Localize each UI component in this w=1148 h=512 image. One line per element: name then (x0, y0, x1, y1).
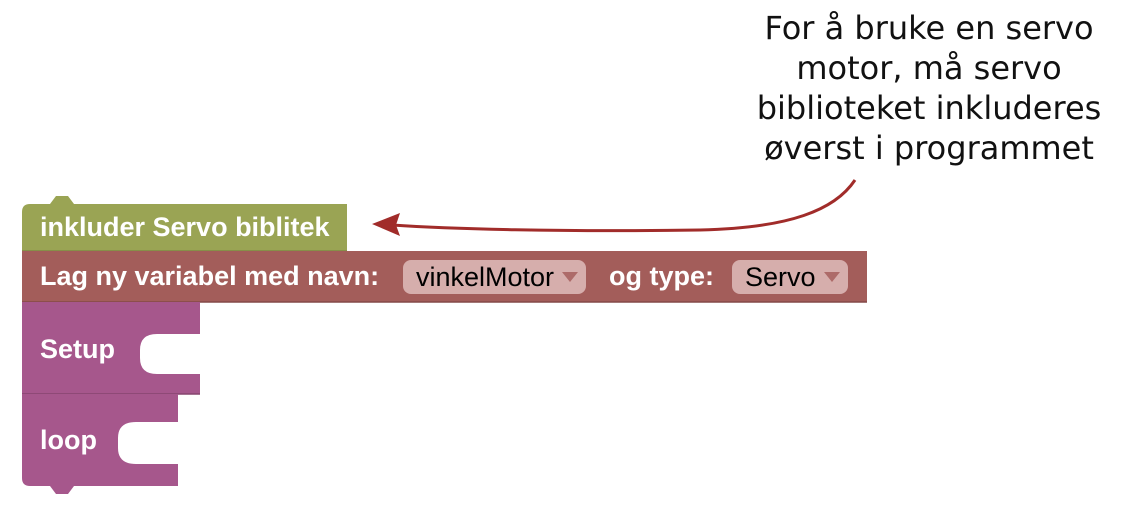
callout-line: biblioteket inkluderes (756, 89, 1102, 127)
callout-arrow (391, 179, 857, 233)
variable-name-value: vinkelMotor (416, 261, 555, 292)
callout-text: For å bruke en servo motor, må servo bib… (720, 8, 1138, 168)
chevron-down-icon (562, 272, 579, 282)
variable-type-value: Servo (745, 261, 816, 292)
variable-block-label[interactable]: Lag ny variabel med navn: (40, 261, 380, 291)
arrow-head-icon (372, 213, 400, 236)
chevron-down-icon (823, 272, 840, 282)
loop-block-label[interactable]: loop (40, 425, 97, 455)
setup-block-shape (22, 302, 200, 394)
callout-line: motor, må servo (796, 49, 1062, 87)
variable-type-dropdown[interactable]: Servo (732, 260, 848, 294)
setup-block-label[interactable]: Setup (40, 334, 116, 364)
callout-line: For å bruke en servo (764, 9, 1094, 47)
variable-type-label: og type: (609, 261, 714, 291)
callout-line: øverst i programmet (764, 129, 1094, 167)
loop-block-shape (22, 394, 178, 494)
include-block-label[interactable]: inkluder Servo biblitek (40, 212, 330, 242)
include-block-shape (22, 196, 347, 252)
variable-name-dropdown[interactable]: vinkelMotor (403, 260, 587, 294)
